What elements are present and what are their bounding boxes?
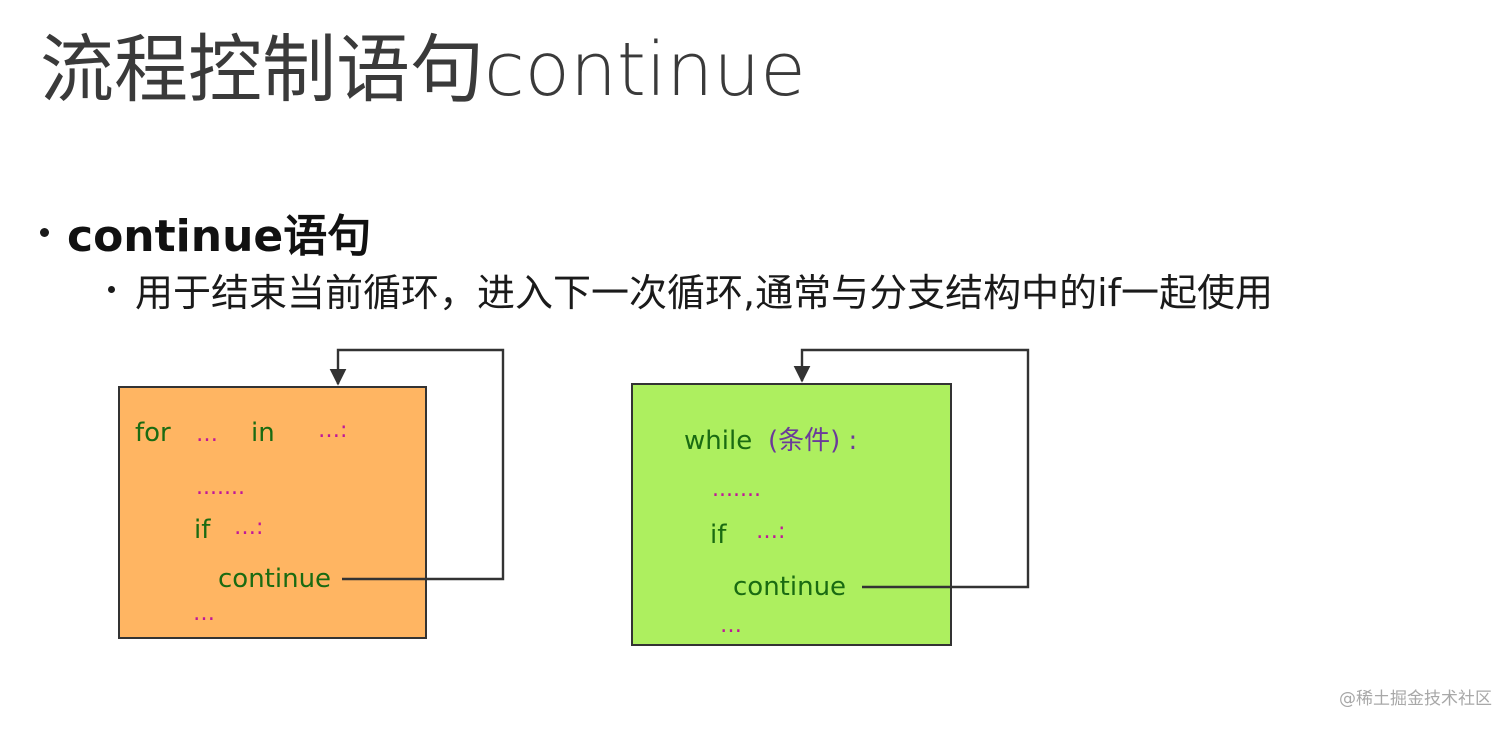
while-loop-box bbox=[631, 383, 952, 646]
while-keyword: while bbox=[684, 426, 753, 456]
while-continue-keyword: continue bbox=[733, 572, 847, 602]
for-continue-keyword: continue bbox=[218, 564, 332, 594]
for-dots-3: ....... bbox=[196, 475, 245, 500]
in-keyword: in bbox=[251, 418, 275, 448]
for-loop-box bbox=[118, 386, 427, 639]
while-if-keyword: if bbox=[710, 520, 727, 550]
while-condition: (条件) : bbox=[768, 426, 858, 456]
bullet-main-text: continue语句 bbox=[67, 211, 372, 262]
for-dots-1: … bbox=[196, 422, 218, 447]
watermark: @稀土掘金技术社区 bbox=[1339, 689, 1492, 709]
bullet-main: continue语句 bbox=[40, 200, 371, 264]
bullet-sub: 用于结束当前循环，进入下一次循环,通常与分支结构中的if一起使用 bbox=[108, 262, 1273, 317]
while-dots-2: …: bbox=[756, 519, 786, 544]
bullet-dot-icon bbox=[108, 286, 115, 293]
for-if-keyword: if bbox=[194, 515, 211, 545]
for-dots-4: …: bbox=[234, 515, 264, 540]
while-continue-arrow bbox=[793, 348, 1030, 589]
for-keyword: for bbox=[135, 418, 171, 448]
while-dots-3: … bbox=[720, 613, 742, 638]
bullet-dot-icon bbox=[40, 227, 49, 237]
for-dots-5: … bbox=[193, 601, 215, 626]
for-continue-arrow bbox=[329, 348, 505, 581]
slide-title: 流程控制语句continue bbox=[40, 27, 806, 113]
while-dots-1: ....... bbox=[712, 477, 761, 502]
for-dots-2: …: bbox=[318, 418, 348, 443]
bullet-sub-text: 用于结束当前循环，进入下一次循环,通常与分支结构中的if一起使用 bbox=[135, 271, 1274, 315]
